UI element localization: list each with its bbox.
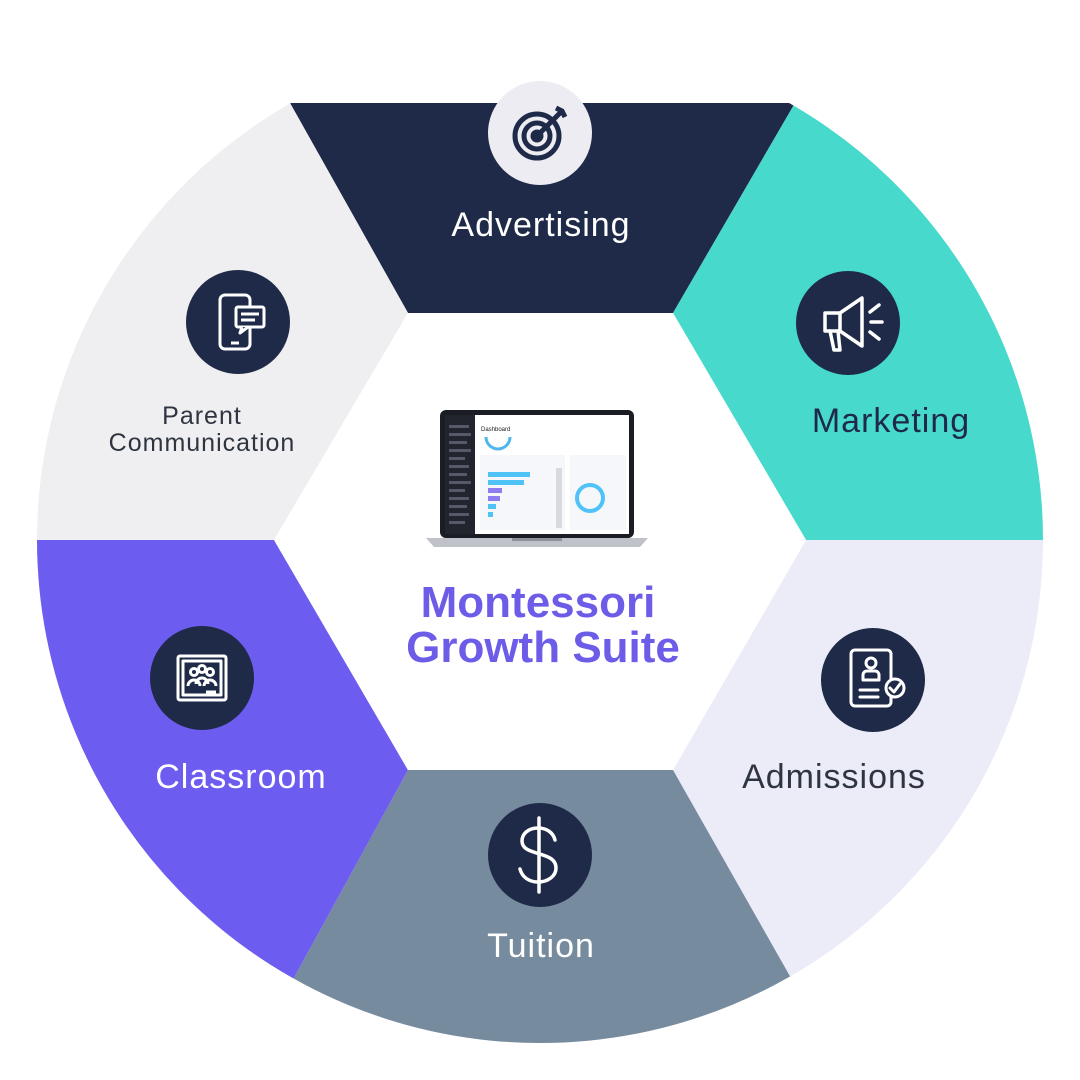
- icon-classroom: [150, 626, 254, 730]
- megaphone-icon: [823, 296, 884, 352]
- icon-tuition: [488, 803, 592, 907]
- segment-advertising: [290, 103, 795, 313]
- segment-tuition: [290, 770, 795, 1043]
- label-marketing: Marketing: [812, 402, 970, 440]
- label-classroom: Classroom: [155, 758, 326, 796]
- label-parent-line2: Communication: [109, 429, 296, 457]
- title-line2: Growth Suite: [406, 623, 680, 672]
- label-admissions: Admissions: [742, 758, 926, 796]
- laptop-dashboard-image: Dashboard: [426, 410, 648, 547]
- icon-marketing: [796, 271, 900, 375]
- icon-admissions: [821, 628, 925, 732]
- title-line1: Montessori: [421, 578, 656, 627]
- target-icon: [512, 105, 568, 161]
- phone-message-icon: [218, 293, 266, 351]
- dollar-icon: [518, 816, 558, 894]
- badge-check-icon: [849, 648, 906, 708]
- laptop-screen-title: Dashboard: [481, 427, 510, 433]
- icon-advertising: [488, 81, 592, 185]
- icon-parent-communication: [186, 270, 290, 374]
- label-tuition: Tuition: [487, 927, 595, 965]
- label-advertising: Advertising: [451, 206, 630, 244]
- label-parent-line1: Parent: [162, 402, 242, 430]
- classroom-board-icon: [176, 654, 228, 702]
